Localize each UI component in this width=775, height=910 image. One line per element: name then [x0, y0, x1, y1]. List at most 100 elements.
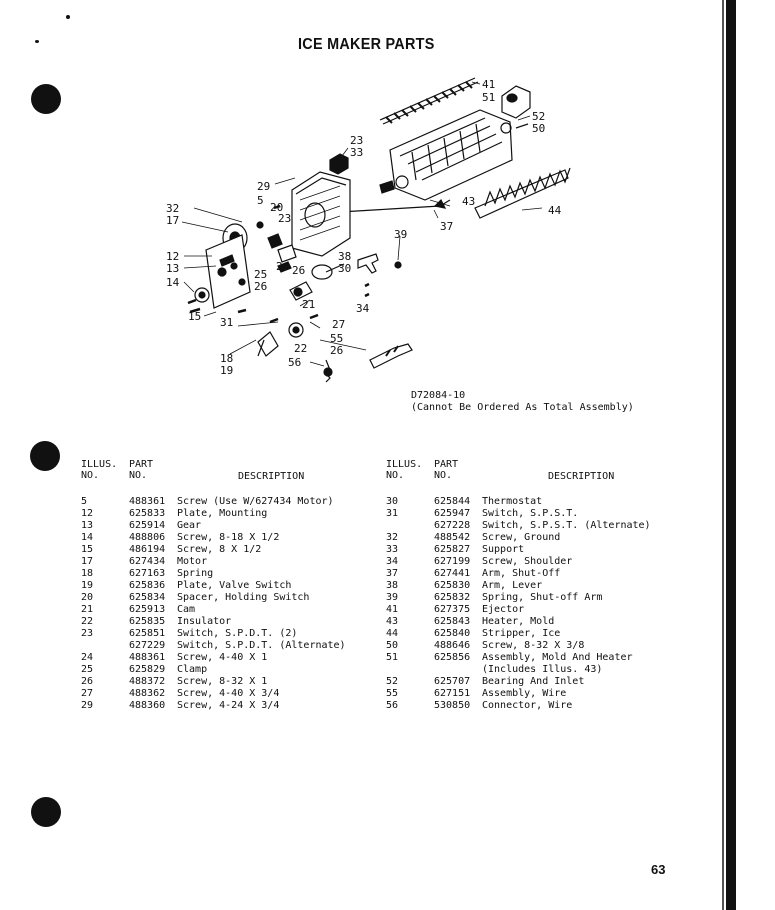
table-row: 13 625914 Gear — [81, 520, 371, 532]
illus-no-cell: 50 — [386, 640, 399, 651]
table-row: 12 625833 Plate, Mounting — [81, 508, 371, 520]
diagram-code: D72084-10 — [411, 390, 466, 401]
illus-no-cell: 37 — [386, 568, 399, 579]
gear-screws-drawing — [187, 287, 247, 314]
illus-no-cell: 43 — [386, 616, 399, 627]
part-no-cell: 488362 — [129, 688, 166, 699]
page-number: 63 — [651, 862, 666, 877]
illus-no-cell: 26 — [81, 676, 94, 687]
illus-no-cell: 39 — [386, 592, 399, 603]
part-no-cell: 486194 — [129, 544, 166, 555]
callout-26c: 26 — [330, 344, 343, 357]
description-cell: (Includes Illus. 43) — [482, 664, 603, 675]
description-cell: Clamp — [177, 664, 208, 675]
part-no-cell: 627441 — [434, 568, 471, 579]
punch-hole-middle — [30, 441, 60, 471]
illus-no-cell: 32 — [386, 532, 399, 543]
illus-no-cell: 55 — [386, 688, 399, 699]
illus-no-cell: 13 — [81, 520, 94, 531]
page-edge — [726, 0, 736, 910]
callout-23b: 23 — [278, 212, 291, 225]
header-part-no: NO. — [129, 470, 148, 481]
part-no-cell: 488361 — [129, 652, 166, 663]
description-cell: Connector, Wire — [482, 700, 573, 711]
illus-no-cell: 17 — [81, 556, 94, 567]
part-no-cell: 625947 — [434, 508, 471, 519]
description-cell: Screw (Use W/627434 Motor) — [177, 496, 334, 507]
description-cell: Plate, Valve Switch — [177, 580, 292, 591]
speck — [66, 15, 70, 19]
part-no-cell: 625856 — [434, 652, 471, 663]
description-cell: Arm, Lever — [482, 580, 543, 591]
callout-38: 38 — [338, 250, 351, 263]
part-no-cell: 625913 — [129, 604, 166, 615]
description-cell: Screw, Shoulder — [482, 556, 573, 567]
part-no-cell: 625832 — [434, 592, 471, 603]
description-cell: Switch, S.P.D.T. (Alternate) — [177, 640, 346, 651]
callout-34: 34 — [356, 302, 370, 315]
description-cell: Gear — [177, 520, 202, 531]
description-cell: Assembly, Mold And Heater — [482, 652, 633, 663]
description-cell: Insulator — [177, 616, 232, 627]
header-illus-no: NO. — [386, 470, 405, 481]
callout-41: 41 — [482, 78, 495, 91]
header-part: PART — [129, 459, 154, 470]
part-no-cell: 625707 — [434, 676, 471, 687]
illus-no-cell: 14 — [81, 532, 94, 543]
header-description: DESCRIPTION — [548, 471, 615, 482]
illus-no-cell: 52 — [386, 676, 399, 687]
part-no-cell: 625833 — [129, 508, 166, 519]
illus-no-cell: 24 — [81, 652, 94, 663]
motor-mounting-plate-drawing — [205, 223, 251, 309]
description-cell: Switch, S.P.S.T. — [482, 508, 579, 519]
callout-29: 29 — [257, 180, 270, 193]
table-row: (Includes Illus. 43) — [386, 664, 676, 676]
part-no-cell: 627228 — [434, 520, 471, 531]
illus-no-cell: 15 — [81, 544, 94, 555]
mold-drawing — [379, 109, 529, 201]
callout-17: 17 — [166, 214, 179, 227]
callout-leaders — [181, 81, 543, 367]
part-no-cell: 625843 — [434, 616, 471, 627]
callout-19: 19 — [220, 364, 233, 377]
description-cell: Switch, S.P.S.T. (Alternate) — [482, 520, 651, 531]
description-cell: Plate, Mounting — [177, 508, 268, 519]
part-no-cell: 625844 — [434, 496, 471, 507]
part-no-cell: 625829 — [129, 664, 166, 675]
callout-56: 56 — [288, 356, 301, 369]
header-illus-no: NO. — [81, 470, 100, 481]
illus-no-cell: 12 — [81, 508, 94, 519]
illus-no-cell: 22 — [81, 616, 94, 627]
callout-15: 15 — [188, 310, 201, 323]
illus-no-cell: 25 — [81, 664, 94, 675]
part-no-cell: 627163 — [129, 568, 166, 579]
callout-24: 24 — [276, 260, 290, 273]
callout-37: 37 — [440, 220, 453, 233]
part-no-cell: 627151 — [434, 688, 471, 699]
illus-no-cell: 29 — [81, 700, 94, 711]
illus-no-cell: 20 — [81, 592, 94, 603]
callout-55: 55 — [330, 332, 343, 345]
description-cell: Arm, Shut-Off — [482, 568, 561, 579]
part-no-cell: 625914 — [129, 520, 166, 531]
header-illus: ILLUS. — [386, 459, 423, 470]
description-cell: Screw, 4-24 X 3/4 — [177, 700, 280, 711]
header-part-no: NO. — [434, 470, 453, 481]
diagram-note: (Cannot Be Ordered As Total Assembly) — [411, 402, 634, 413]
stripper-drawing — [474, 167, 571, 219]
illus-no-cell: 41 — [386, 604, 399, 615]
